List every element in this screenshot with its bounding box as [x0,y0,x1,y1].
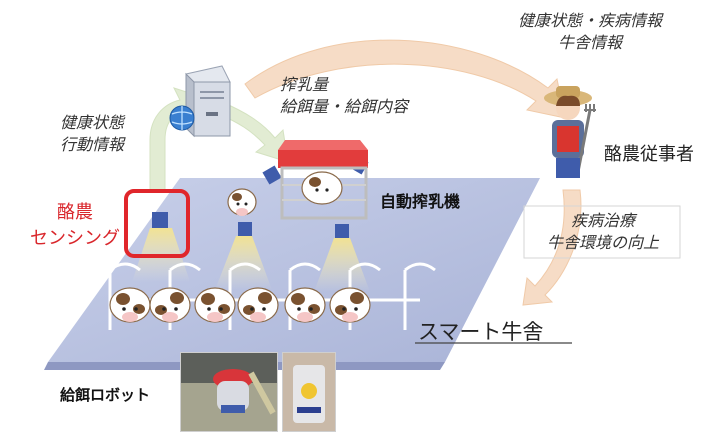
treatment-box [523,205,681,259]
server-icon [169,65,231,138]
sensing-highlight-box [124,189,190,258]
milking-machine-icon [278,140,368,220]
dairy-worker-label: 酪農従事者 [604,144,694,165]
info-label-left: 健康状態 行動情報 [60,113,125,154]
info-label-right-mid: 疾病治療 牛舎環境の向上 [546,211,659,252]
right-down-arrow [522,189,582,306]
cow-icon [227,188,257,216]
auto-milking-label: 自動搾乳機 [380,192,461,211]
feeding-robot-photo-2 [282,352,336,432]
feeding-robot-label: 給餌ロボット [60,386,151,404]
cow-row [109,287,371,323]
farmer-icon [544,86,596,178]
info-label-center-top: 搾乳量 給餌量・給餌内容 [280,75,409,116]
smart-barn-label: スマート牛舎 [418,320,544,344]
feeding-robot-photo [180,352,278,432]
dairy-sensing-label: 酪農 センシング [30,202,120,249]
info-label-top-right: 健康状態・疾病情報 牛舎情報 [517,11,662,52]
